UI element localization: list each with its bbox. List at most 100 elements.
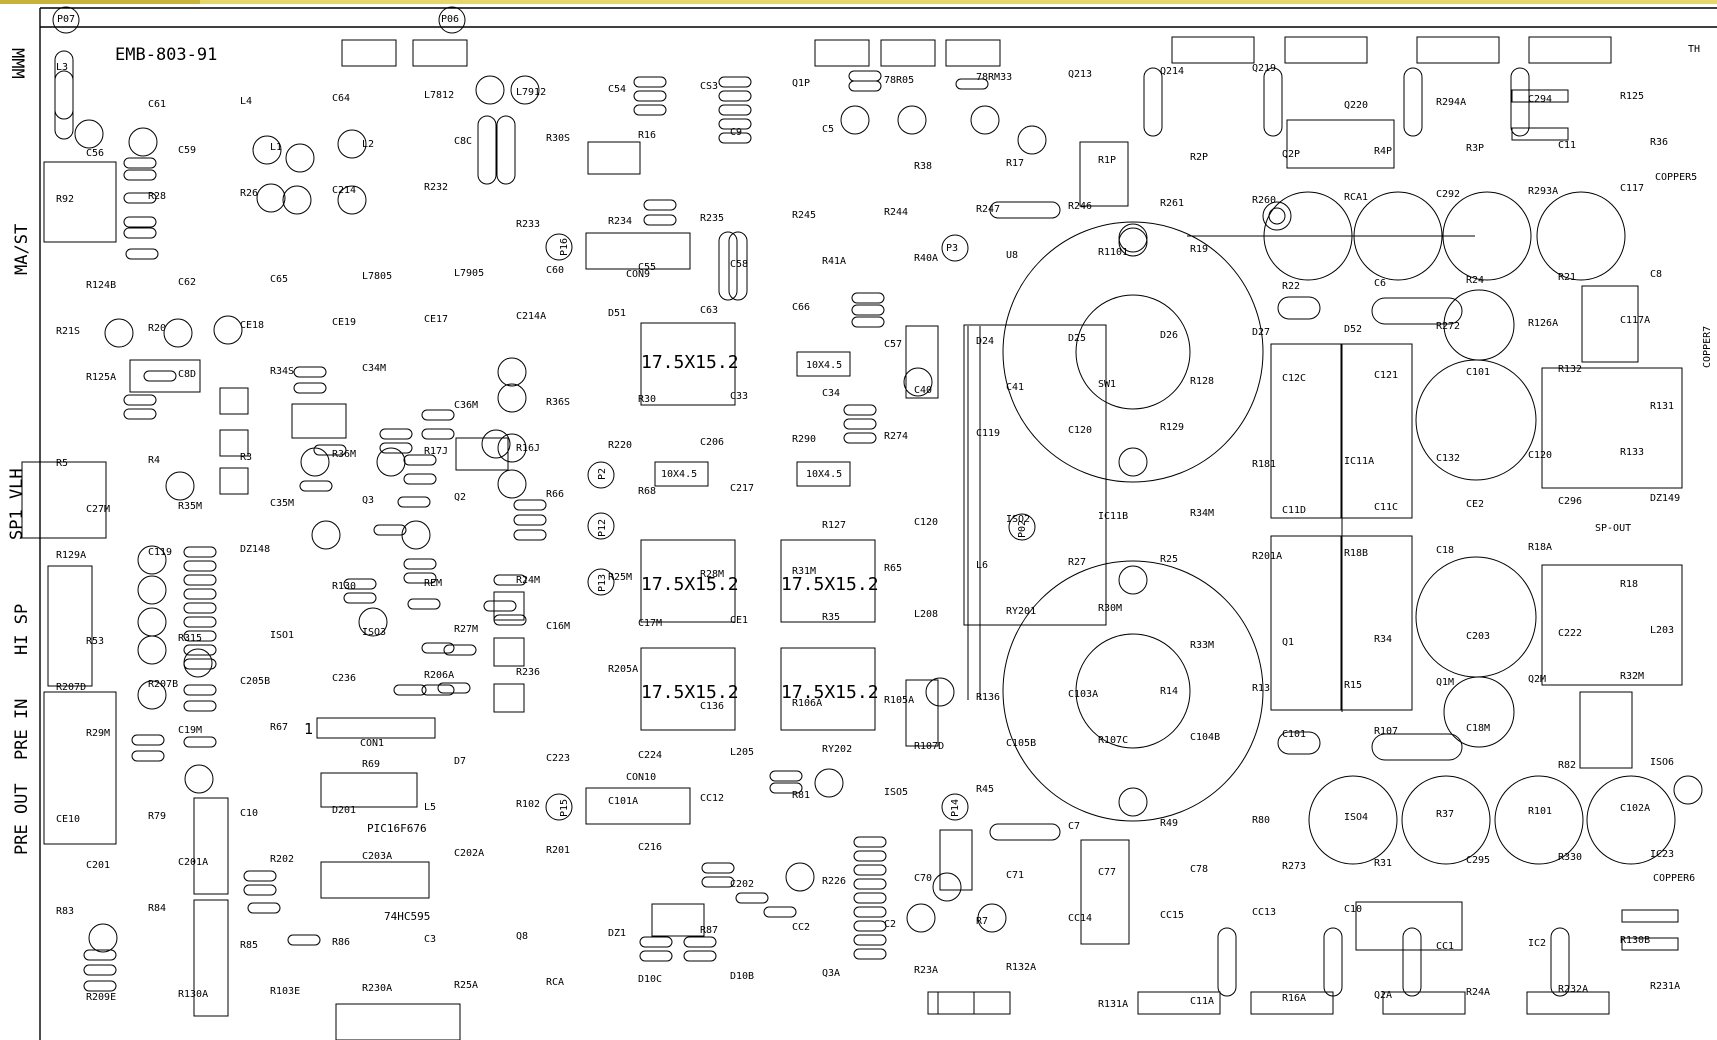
vertical-resistor-outline bbox=[1263, 67, 1283, 137]
component-ref-label: Q2 bbox=[454, 492, 466, 503]
component-ref-label: R29M bbox=[86, 728, 110, 739]
resistor-outline bbox=[343, 592, 377, 604]
component-ref-label: Q213 bbox=[1068, 69, 1092, 80]
capacitor-outline bbox=[183, 648, 213, 678]
component-ref-label: R25M bbox=[608, 572, 632, 583]
resistor-outline bbox=[83, 949, 117, 961]
transistor-pad-outline bbox=[1171, 36, 1255, 64]
component-ref-label: CC15 bbox=[1160, 910, 1184, 921]
component-ref-label: 78R05 bbox=[884, 75, 914, 86]
resistor-outline bbox=[123, 157, 157, 169]
component-ref-label: R33M bbox=[1190, 640, 1214, 651]
component-ref-label: R24M bbox=[516, 575, 540, 586]
component-ref-label: R234 bbox=[608, 216, 632, 227]
component-ref-label: Q2A bbox=[1374, 990, 1392, 1001]
component-ref-label: R128 bbox=[1190, 376, 1214, 387]
capacitor-outline bbox=[977, 903, 1007, 933]
component-ref-label: C41 bbox=[1006, 382, 1024, 393]
resistor-outline bbox=[853, 920, 887, 932]
capacitor-c295-outline bbox=[905, 679, 939, 747]
transistor-pad-outline bbox=[945, 39, 1001, 67]
pad-outline bbox=[545, 793, 573, 821]
component-ref-label: R65 bbox=[884, 563, 902, 574]
connector-pre-outline bbox=[43, 691, 117, 845]
component-ref-label: Q1P bbox=[792, 78, 810, 89]
component-ref-label: R107C bbox=[1098, 735, 1128, 746]
resistor-outline bbox=[299, 480, 333, 492]
component-ref-label: C3 bbox=[424, 934, 436, 945]
capacitor-outline bbox=[285, 143, 315, 173]
resistor-outline bbox=[513, 514, 547, 526]
component-ref-label: C214 bbox=[332, 185, 356, 196]
component-ref-label: R34M bbox=[1190, 508, 1214, 519]
component-ref-label: R130 bbox=[332, 581, 356, 592]
resistor-outline bbox=[403, 572, 437, 584]
resistor-outline bbox=[843, 432, 877, 444]
component-ref-label: R102 bbox=[516, 799, 540, 810]
component-ref-label: R31M bbox=[792, 566, 816, 577]
component-ref-label: R69 bbox=[362, 759, 380, 770]
component-ref-label: C101 bbox=[1282, 729, 1306, 740]
pin-one-marker: 1 bbox=[304, 720, 313, 738]
connector-hi-sp-outline bbox=[47, 565, 93, 687]
component-ref-label: R315 bbox=[178, 633, 202, 644]
capacitor-outline bbox=[897, 105, 927, 135]
window-top-bar-highlight bbox=[200, 0, 1717, 4]
resistor-outline bbox=[343, 578, 377, 590]
film-capacitor-outline bbox=[1270, 535, 1342, 711]
component-ref-label: R26 bbox=[240, 188, 258, 199]
pad-outline bbox=[52, 6, 80, 34]
component-ref-label: R220 bbox=[608, 440, 632, 451]
component-ref-label: CC12 bbox=[700, 793, 724, 804]
component-ref-label: D10C bbox=[638, 974, 662, 985]
component-ref-label: R32M bbox=[1620, 671, 1644, 682]
relay-ry201-outline bbox=[1541, 367, 1683, 489]
transformer-label-5: 17.5X15.2 bbox=[781, 682, 879, 703]
resistor-outline bbox=[843, 404, 877, 416]
capacitor-outline bbox=[497, 357, 527, 387]
resistor-outline bbox=[397, 496, 431, 508]
optocoupler-outline bbox=[493, 591, 525, 621]
component-ref-label: R131 bbox=[1650, 401, 1674, 412]
ic-u-outline bbox=[455, 437, 509, 471]
vertical-resistor-outline bbox=[477, 115, 497, 185]
resistor-outline bbox=[183, 736, 217, 748]
vertical-resistor-outline bbox=[718, 231, 738, 301]
component-ref-label: RY202 bbox=[822, 744, 852, 755]
pad-label-p06: P06 bbox=[441, 14, 459, 25]
inductor-pin bbox=[1118, 223, 1148, 253]
component-ref-label: C36M bbox=[454, 400, 478, 411]
component-ref-label: CE10 bbox=[56, 814, 80, 825]
component-ref-label: C62 bbox=[178, 277, 196, 288]
component-ref-label: C27M bbox=[86, 504, 110, 515]
inductor-l203-core bbox=[1075, 294, 1191, 410]
resistor-r272-outline bbox=[989, 201, 1061, 219]
component-ref-label: REM bbox=[424, 578, 442, 589]
capacitor-outline bbox=[137, 607, 167, 637]
resistor-outline bbox=[701, 862, 735, 874]
component-ref-label: L205 bbox=[730, 747, 754, 758]
component-ref-label: R207B bbox=[148, 679, 178, 690]
component-ref-label: R126A bbox=[1528, 318, 1558, 329]
component-ref-label: R80 bbox=[1252, 815, 1270, 826]
component-ref-label: C203 bbox=[1466, 631, 1490, 642]
capacitor-outline bbox=[137, 680, 167, 710]
resistor-outline bbox=[851, 316, 885, 328]
resistor-outline bbox=[853, 906, 887, 918]
vertical-resistor-outline bbox=[1143, 67, 1163, 137]
electrolytic-capacitor-outline bbox=[1536, 191, 1626, 281]
ic-c300a-outline bbox=[1080, 839, 1130, 945]
inductor-l205-outline bbox=[1415, 556, 1537, 678]
transistor-pad-outline bbox=[1250, 991, 1334, 1015]
component-ref-label: R226 bbox=[822, 876, 846, 887]
ic-pic16f676-outline bbox=[320, 772, 418, 808]
component-ref-label: R129 bbox=[1160, 422, 1184, 433]
component-ref-label: Q219 bbox=[1252, 63, 1276, 74]
component-ref-label: R82 bbox=[1558, 760, 1576, 771]
component-ref-label: C292 bbox=[1436, 189, 1460, 200]
resistor-outline bbox=[718, 132, 752, 144]
resistor-outline bbox=[183, 630, 217, 642]
component-ref-label: C61 bbox=[148, 99, 166, 110]
component-ref-label: C35M bbox=[270, 498, 294, 509]
